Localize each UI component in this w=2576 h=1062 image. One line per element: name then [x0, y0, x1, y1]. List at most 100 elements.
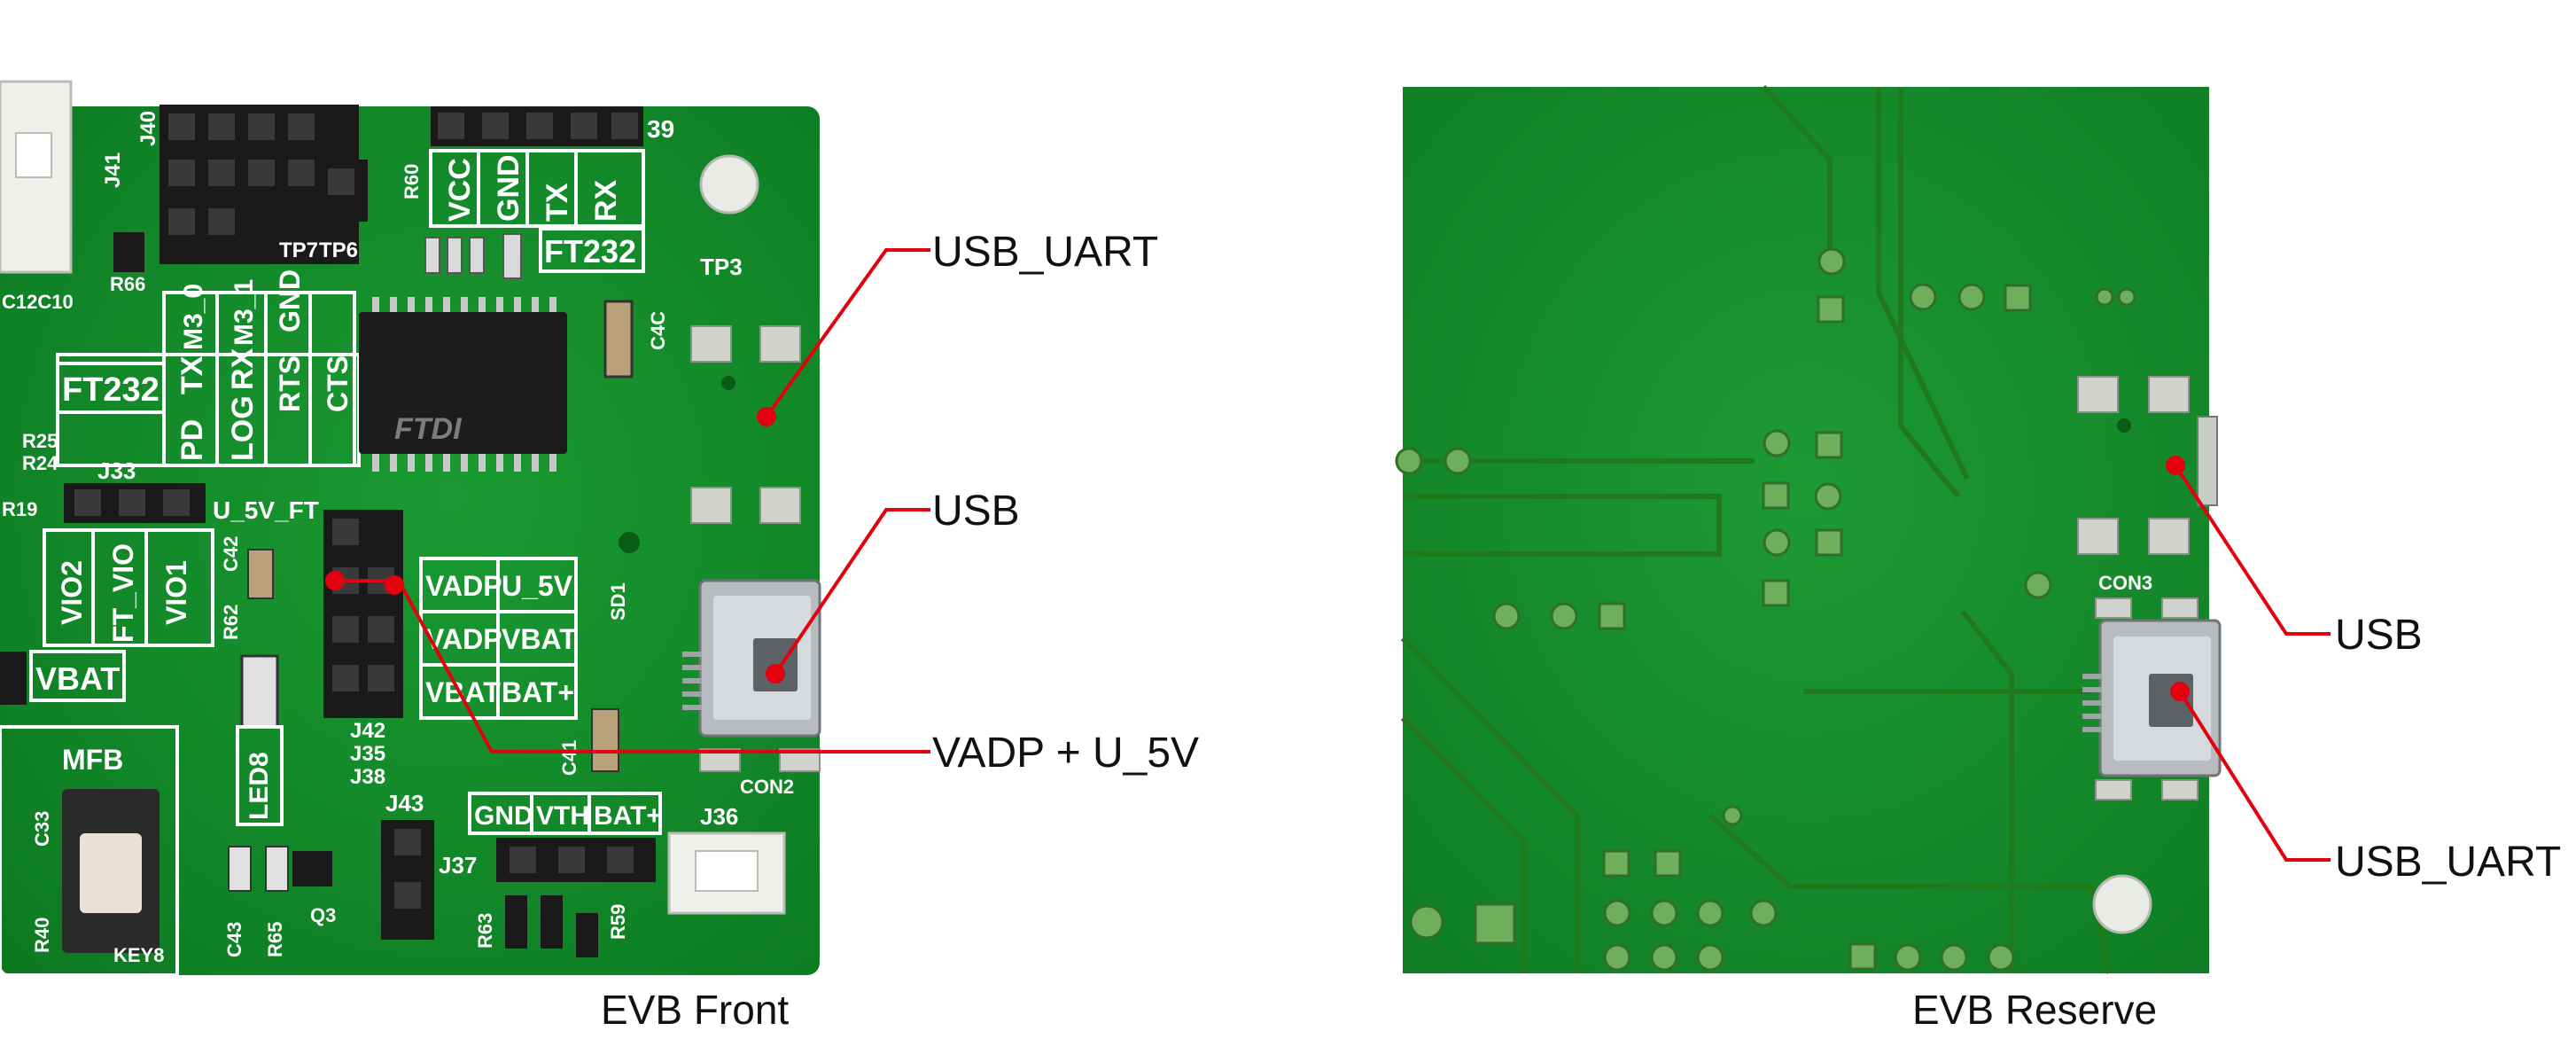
silk-vadp: VADP	[425, 570, 502, 602]
silk-r63: R63	[474, 913, 496, 949]
marker-usb-front	[766, 664, 785, 683]
silk-con2: CON2	[740, 776, 794, 798]
silk-r19: R19	[2, 498, 37, 520]
callout-usb-reverse: USB	[2335, 612, 2423, 659]
silk-c12c10: C12C10	[2, 291, 74, 313]
silk-rx-left: RX	[226, 347, 260, 390]
silk-vth: VTH	[536, 801, 589, 831]
silk-rx: RX	[589, 179, 623, 222]
silk-c43: C43	[223, 922, 245, 957]
chip-marking: FTDI	[394, 412, 463, 446]
header-j42-j35-j38	[323, 510, 403, 718]
silk-r59: R59	[607, 904, 629, 940]
silk-vio2: VIO2	[56, 560, 88, 625]
marker-usb-uart-reverse	[2170, 682, 2190, 701]
silk-q3: Q3	[310, 904, 336, 926]
silk-j33: J33	[97, 457, 136, 484]
silk-gnd-left: GND	[274, 269, 306, 332]
pin-label-box	[429, 149, 645, 228]
silk-vio1: VIO1	[160, 560, 192, 625]
silk-r66: R66	[110, 273, 145, 295]
silk-j40: J40	[136, 111, 160, 146]
silk-j42: J42	[350, 719, 385, 743]
silk-cts: CTS	[322, 355, 354, 412]
silk-tp6: TP6	[319, 238, 358, 262]
silk-r65: R65	[264, 922, 286, 957]
silk-j39: 39	[647, 115, 674, 143]
front-micro-usb	[682, 579, 821, 738]
silk-r40: R40	[31, 918, 53, 953]
leader-vadp-u5v	[335, 579, 930, 754]
silk-ft232-top: FT232	[544, 233, 636, 269]
silk-con3: CON3	[2098, 572, 2152, 594]
silk-key8: KEY8	[113, 944, 164, 966]
silk-pd: PD	[175, 419, 209, 461]
silk-c33: C33	[31, 811, 53, 847]
leader-usb-front	[774, 508, 930, 675]
silk-bat-plus-2: BAT+	[594, 801, 662, 831]
silk-c41: C41	[558, 740, 580, 776]
silk-m3-1: M3_1	[230, 279, 259, 346]
marker-usb-uart-front	[757, 407, 776, 426]
silk-r62: R62	[220, 605, 242, 640]
marker-usb-reverse	[2166, 456, 2185, 475]
silk-rts: RTS	[274, 355, 306, 412]
silk-mfb: MFB	[62, 744, 123, 776]
silk-bat-plus: BAT+	[502, 676, 574, 708]
silk-u-5v: U_5V	[502, 570, 573, 602]
leader-usb-reverse	[2174, 464, 2331, 636]
reverse-leaders	[2166, 456, 2331, 862]
evb-reverse-board: CON3	[1395, 84, 2222, 974]
silk-r60: R60	[401, 164, 423, 199]
front-test-pads	[690, 325, 801, 524]
silk-j37: J37	[439, 852, 477, 878]
callout-usb-front: USB	[932, 488, 1020, 535]
silk-m3-0: M3_0	[179, 284, 208, 350]
silk-led8: LED8	[245, 752, 274, 820]
silk-log: LOG	[226, 395, 260, 461]
silk-j43: J43	[385, 790, 424, 816]
front-mounting-hole	[699, 154, 759, 215]
silk-tp7: TP7	[279, 238, 318, 262]
silk-tp3: TP3	[700, 254, 743, 280]
ftdi-chip: FTDI	[359, 297, 567, 472]
evb-front-board: C12C10 J41 J40 TP7 TP6 R66 39	[0, 80, 821, 977]
silk-sd1: SD1	[607, 582, 629, 621]
reverse-mounting-hole	[2092, 874, 2152, 934]
silk-c4c: C4C	[647, 311, 669, 350]
silk-vbat-2: VBAT	[425, 676, 501, 708]
front-leaders	[325, 248, 930, 754]
silk-tx-left: TX	[175, 355, 209, 394]
silk-r24: R24	[22, 452, 58, 474]
leader-usb-uart-reverse	[2178, 690, 2331, 862]
caption-evb-front: EVB Front	[601, 987, 789, 1033]
reverse-pads	[1395, 247, 2136, 972]
leader-usb-uart-front	[765, 248, 930, 418]
silk-vcc: VCC	[443, 158, 477, 222]
silk-tx: TX	[541, 183, 574, 222]
silk-vbat: VBAT	[502, 623, 577, 655]
callout-usb-uart-front: USB_UART	[932, 229, 1158, 276]
silk-gnd: GND	[492, 154, 525, 222]
reverse-micro-usb	[2082, 619, 2222, 777]
callout-usb-uart-reverse: USB_UART	[2335, 839, 2561, 886]
silk-j35: J35	[350, 742, 385, 766]
silk-r25: R25	[22, 430, 58, 452]
silk-j41: J41	[101, 152, 125, 188]
reverse-pcb-substrate	[1403, 87, 2209, 973]
silk-ft-vio: FT_VIO	[107, 543, 139, 643]
silk-c42: C42	[220, 536, 242, 572]
caption-evb-reverse: EVB Reserve	[1912, 987, 2157, 1033]
callout-vadp-u5v: VADP + U_5V	[932, 730, 1199, 777]
silk-vbat-left: VBAT	[35, 660, 120, 697]
silk-j38: J38	[350, 765, 385, 789]
silk-j36: J36	[700, 803, 738, 830]
marker-u5v	[385, 575, 404, 595]
silk-u-5v-ft: U_5V_FT	[213, 496, 319, 524]
header-j39	[431, 106, 643, 146]
marker-vadp	[325, 571, 345, 590]
silk-gnd-2: GND	[474, 801, 533, 831]
silk-ft232-left: FT232	[62, 371, 160, 409]
header-j40-j41	[160, 105, 368, 264]
